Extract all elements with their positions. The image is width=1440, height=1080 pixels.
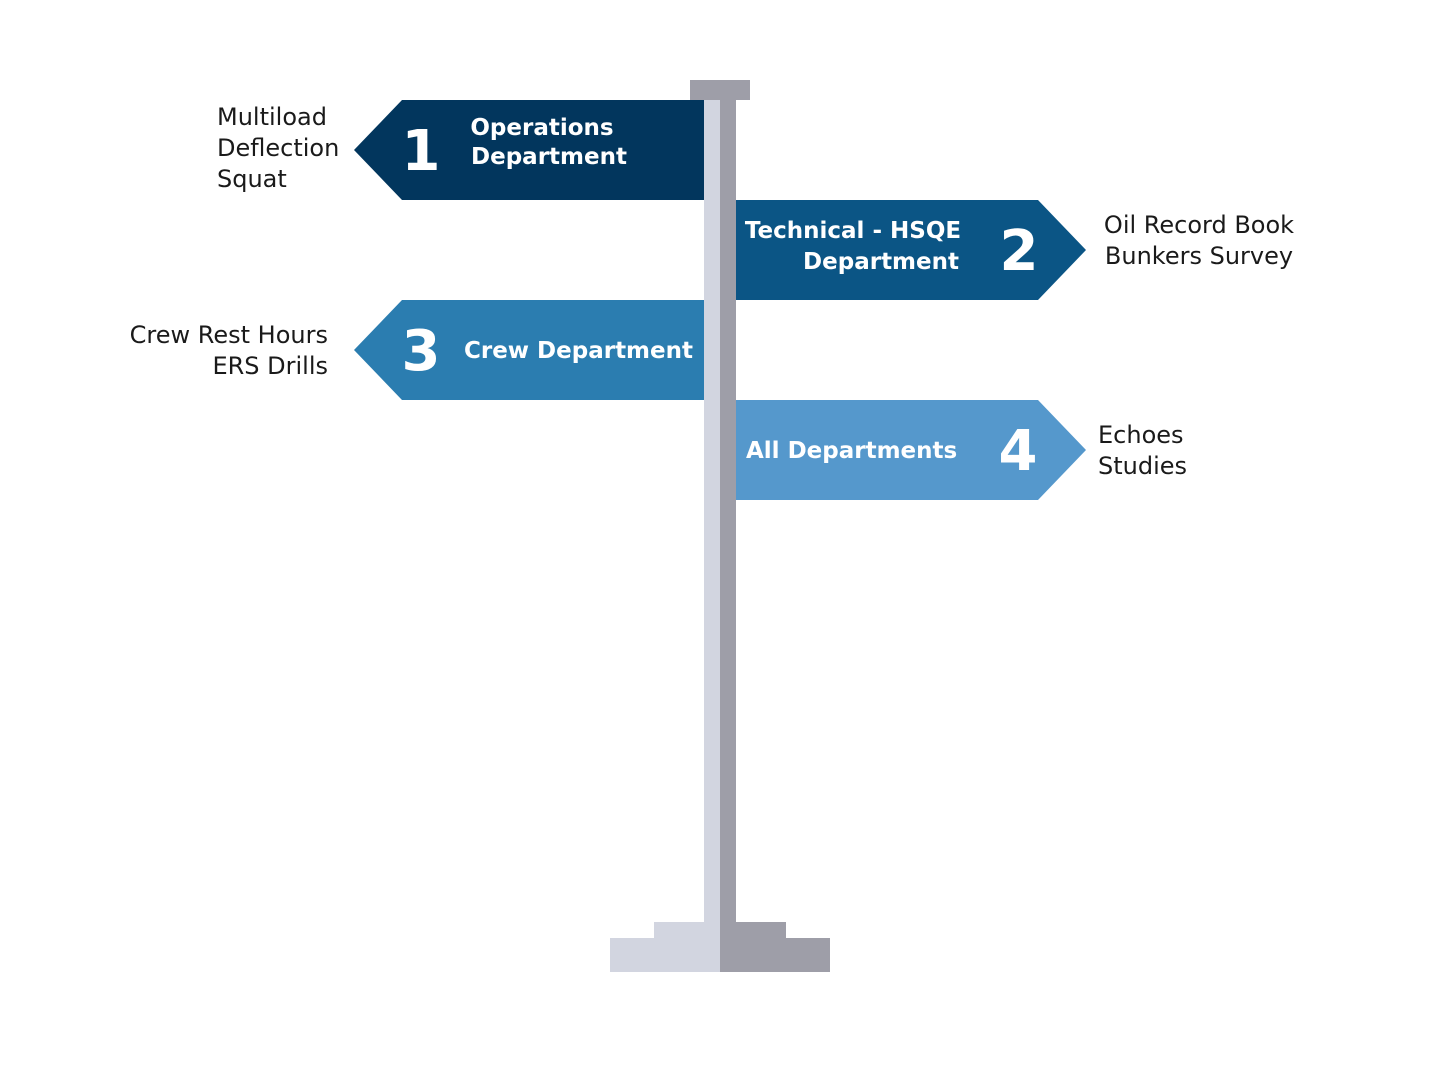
sign-1-item-3: Squat <box>217 165 287 193</box>
sign-1-title-line-1: Operations <box>470 115 613 141</box>
sign-4-item-2: Studies <box>1098 452 1187 480</box>
sign-4-item-1: Echoes <box>1098 421 1184 449</box>
sign-2-title-line-2: Department <box>803 249 959 275</box>
sign-1-item-2: Deflection <box>217 134 339 162</box>
pole-base-upper-dark <box>720 922 786 942</box>
sign-3: 3 Crew Department <box>354 300 704 400</box>
sign-2-items: Oil Record Book Bunkers Survey <box>1104 211 1294 270</box>
sign-2-item-1: Oil Record Book <box>1104 211 1294 239</box>
pole-base-lower-light <box>610 938 720 972</box>
sign-1-arrow <box>354 100 704 200</box>
sign-3-item-2: ERS Drills <box>212 352 328 380</box>
signpost-pole <box>610 80 830 972</box>
sign-1-items: Multiload Deflection Squat <box>217 103 339 193</box>
sign-4: All Departments 4 <box>736 400 1086 500</box>
sign-1-item-1: Multiload <box>217 103 327 131</box>
pole-shaft-light <box>704 100 720 940</box>
sign-2: Technical - HSQE Department 2 <box>736 200 1086 300</box>
sign-4-arrow <box>736 400 1086 500</box>
sign-2-title-line-1: Technical - HSQE <box>745 218 961 244</box>
pole-base-lower-dark <box>720 938 830 972</box>
sign-2-item-2: Bunkers Survey <box>1105 242 1293 270</box>
sign-4-number: 4 <box>999 419 1038 484</box>
sign-1-title-line-2: Department <box>471 144 627 170</box>
sign-3-arrow <box>354 300 704 400</box>
pole-base-upper-light <box>654 922 720 942</box>
pole-shaft-dark <box>720 100 736 940</box>
sign-3-number: 3 <box>402 319 441 384</box>
sign-4-title-line-1: All Departments <box>746 438 957 464</box>
sign-4-items: Echoes Studies <box>1098 421 1187 480</box>
sign-3-title-line-1: Crew Department <box>464 338 693 364</box>
sign-3-items: Crew Rest Hours ERS Drills <box>130 321 328 380</box>
pole-cap <box>690 80 750 100</box>
sign-1: 1 Operations Department <box>354 100 704 200</box>
sign-1-number: 1 <box>402 119 441 184</box>
sign-3-item-1: Crew Rest Hours <box>130 321 328 349</box>
sign-2-number: 2 <box>1000 219 1039 284</box>
sign-2-arrow <box>736 200 1086 300</box>
